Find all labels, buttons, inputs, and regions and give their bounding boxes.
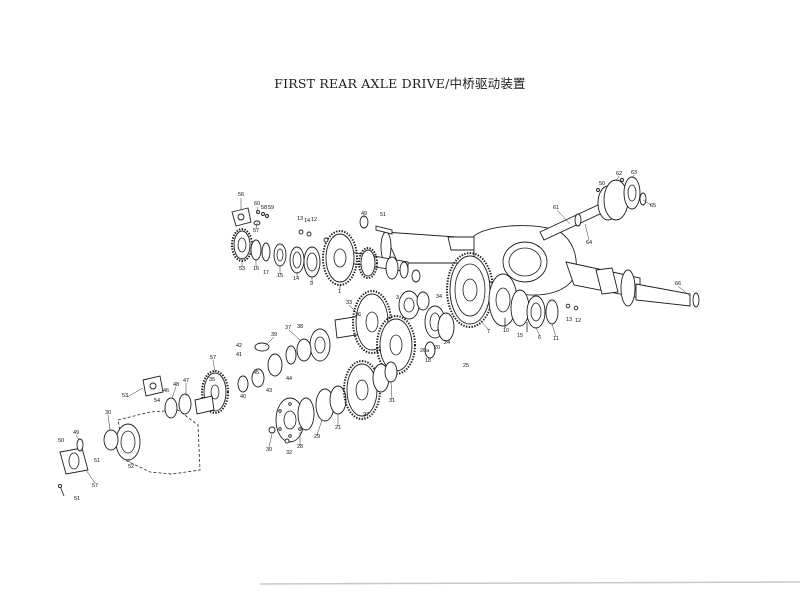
input-yoke [231, 207, 269, 227]
interaxle-differential [194, 328, 331, 415]
part-label: 46 [163, 388, 169, 394]
part-label: 40 [240, 394, 246, 400]
part-label: 51 [94, 458, 100, 464]
part-number-labels: 56 60 58 59 57 13 14 12 49 51 53 16 17 1… [58, 170, 681, 502]
ring-gear [446, 252, 494, 328]
part-label: 17 [263, 270, 269, 276]
interaxle-housing [103, 409, 201, 475]
part-label: 10 [503, 328, 509, 334]
part-label: 53 [239, 266, 245, 272]
scan-edge [259, 581, 800, 585]
part-label: 60 [254, 201, 260, 207]
part-label: 7 [487, 329, 490, 335]
differential-case [488, 273, 579, 332]
part-label: 14 [293, 276, 299, 282]
part-label: 41 [236, 352, 242, 358]
part-label: 50 [599, 181, 605, 187]
part-label: 9 [310, 281, 313, 287]
part-label: 37 [285, 325, 291, 331]
part-label: 51 [74, 496, 80, 502]
half-shaft [539, 204, 603, 241]
leader-lines [75, 174, 691, 484]
input-bearing-stack [231, 228, 321, 278]
part-label: 25 [463, 363, 469, 369]
part-label: 13 [297, 216, 303, 222]
part-label: 15 [517, 333, 523, 339]
part-label: 34 [436, 294, 442, 300]
part-label: 33 [346, 300, 352, 306]
rear-output-flange [57, 438, 89, 497]
part-label: 39 [271, 332, 277, 338]
part-label: 57 [253, 228, 259, 234]
part-label: 21 [335, 425, 341, 431]
part-label: 27 [363, 412, 369, 418]
part-label: 45 [253, 370, 259, 376]
part-label: 32 [286, 450, 292, 456]
part-label: 3 [396, 295, 399, 301]
part-label: 28 [297, 444, 303, 450]
part-label: 1 [338, 289, 341, 295]
part-label: 57 [92, 483, 98, 489]
part-label: 36 [355, 312, 361, 318]
part-label: 47 [183, 378, 189, 384]
part-label: 51 [380, 212, 386, 218]
output-shaft-parts [268, 360, 398, 444]
part-label: 30 [266, 447, 272, 453]
input-shaft-gear [298, 215, 421, 286]
part-label: 59 [268, 205, 274, 211]
part-label: 50 [58, 438, 64, 444]
part-label: 48 [173, 382, 179, 388]
part-label: 52 [128, 464, 134, 470]
part-label: 63 [631, 170, 637, 176]
part-label: 20 [434, 345, 440, 351]
part-label: 57 [210, 355, 216, 361]
part-label: 56 [238, 192, 244, 198]
part-label: 6 [538, 335, 541, 341]
part-label: 44 [286, 376, 292, 382]
part-label: 18 [425, 358, 431, 364]
part-label: 20a [420, 348, 430, 354]
part-label: 62 [616, 171, 622, 177]
part-label: 31 [389, 398, 395, 404]
part-label: 66 [675, 281, 681, 287]
axle-housing [380, 225, 700, 308]
part-label: 12 [575, 318, 581, 324]
part-label: 65 [650, 203, 656, 209]
part-label: 24 [444, 340, 450, 346]
part-label: 61 [553, 205, 559, 211]
part-label: 38 [297, 324, 303, 330]
intermediate-gears [334, 290, 455, 375]
part-label: 42 [236, 343, 242, 349]
part-label: 49 [73, 430, 79, 436]
part-label: 35 [209, 377, 215, 383]
part-label: 54 [154, 398, 160, 404]
part-label: 29 [314, 434, 320, 440]
part-label: 11 [553, 336, 559, 342]
wheel-hub [596, 176, 647, 221]
output-yoke [142, 375, 192, 419]
part-label: 43 [266, 388, 272, 394]
part-label: 58 [261, 205, 267, 211]
part-label: 13 [566, 317, 572, 323]
page-title: FIRST REAR AXLE DRIVE/中桥驱动装置 [274, 76, 526, 91]
part-label: 64 [586, 240, 592, 246]
part-label: 12 [311, 217, 317, 223]
part-label: 30 [105, 410, 111, 416]
part-label: 15 [277, 273, 283, 279]
part-label: 16 [253, 266, 259, 272]
part-label: 53 [122, 393, 128, 399]
part-label: 14 [304, 218, 310, 224]
part-label: 49 [361, 211, 367, 217]
